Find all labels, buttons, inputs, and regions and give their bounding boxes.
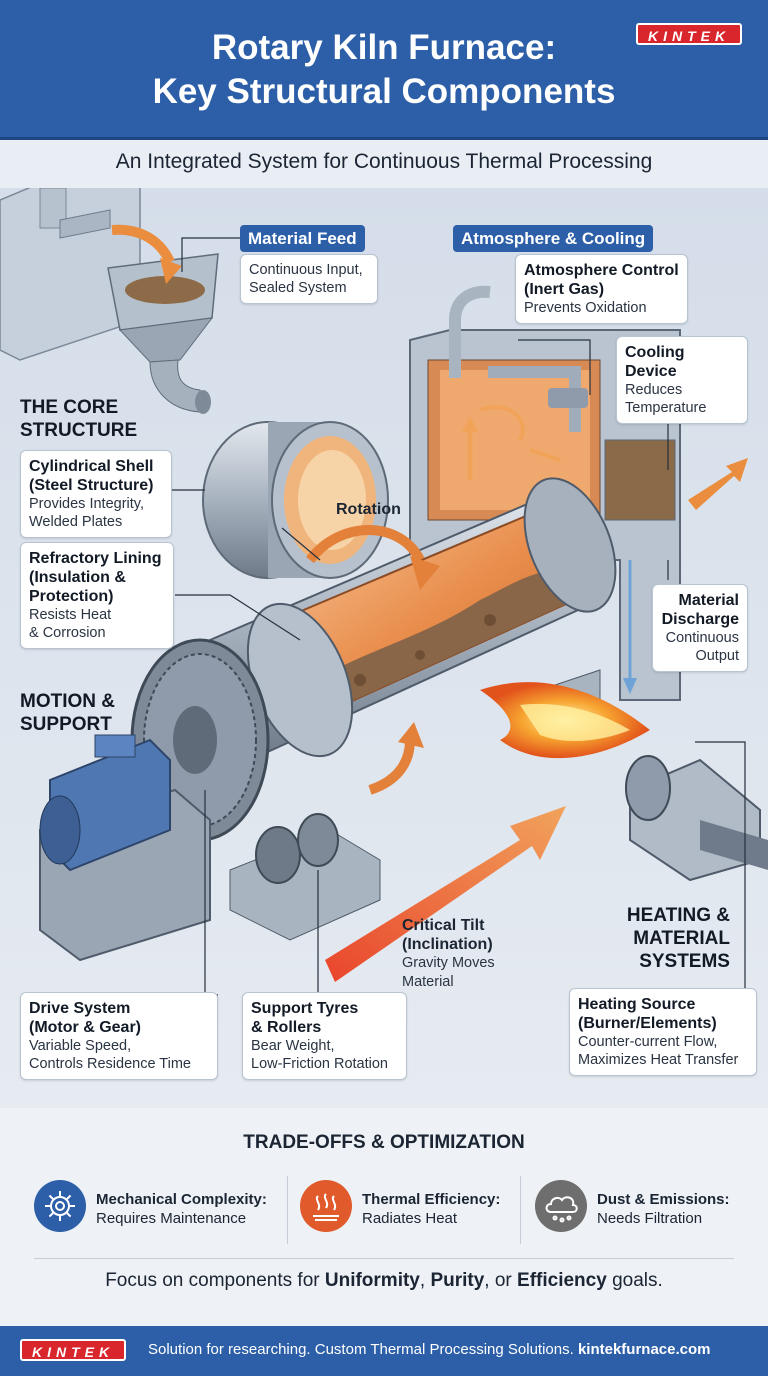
tradeoffs-title: TRADE-OFFS & OPTIMIZATION	[243, 1132, 525, 1153]
focus-statement: Focus on components for Uniformity, Puri…	[105, 1270, 663, 1291]
footer-text: Solution for researching. Custom Thermal…	[148, 1341, 711, 1358]
drive-gear-motor	[39, 638, 270, 962]
gear-icon	[34, 1180, 86, 1232]
footer-band	[0, 1326, 768, 1376]
subtitle: An Integrated System for Continuous Ther…	[115, 150, 653, 173]
tradeoffs-panel	[0, 1108, 768, 1326]
section-core-structure: THE CORE STRUCTURE	[20, 397, 138, 441]
burner-flame	[480, 682, 768, 882]
page-title: Rotary Kiln Furnace: Key Structural Comp…	[152, 28, 616, 111]
kiln-drum	[208, 477, 617, 795]
dust-cloud-icon	[535, 1180, 587, 1232]
divider	[287, 1176, 288, 1244]
leader-lines	[172, 237, 746, 1051]
divider	[520, 1176, 521, 1244]
card-material-discharge: Material Discharge Continuous Output	[652, 584, 748, 672]
subtitle-band	[0, 140, 768, 188]
card-cooling-device: Cooling Device Reduces Temperature	[616, 336, 748, 424]
tradeoff-dust: Dust & Emissions: Needs Filtration	[535, 1180, 755, 1240]
section-motion-support: MOTION & SUPPORT	[20, 691, 115, 735]
card-refractory-lining: Refractory Lining (Insulation & Protecti…	[20, 542, 174, 649]
brand-logo: KINTEK	[636, 23, 743, 45]
feed-hopper	[0, 188, 219, 414]
card-heating-source: Heating Source (Burner/Elements) Counter…	[569, 988, 757, 1076]
card-support-tyres: Support Tyres & Rollers Bear Weight, Low…	[242, 992, 407, 1080]
tradeoff-thermal: Thermal Efficiency: Radiates Heat	[300, 1180, 520, 1240]
tag-material-feed: Material Feed	[240, 225, 365, 252]
tradeoff-mechanical: Mechanical Complexity: Requires Maintena…	[34, 1180, 274, 1240]
label-critical-tilt: Critical Tilt (Inclination) Gravity Move…	[402, 917, 495, 990]
footer-brand-logo: KINTEK	[20, 1339, 127, 1361]
heat-icon	[300, 1180, 352, 1232]
divider	[34, 1258, 734, 1259]
label-rotation: Rotation	[336, 501, 401, 518]
critical-tilt-arrow	[325, 806, 566, 982]
tag-atmosphere-cooling: Atmosphere & Cooling	[453, 225, 654, 252]
footer-site-link[interactable]: kintekfurnace.com	[577, 1341, 711, 1358]
card-cylindrical-shell: Cylindrical Shell (Steel Structure) Prov…	[20, 450, 172, 538]
card-material-feed: Continuous Input, Sealed System	[240, 254, 378, 304]
card-drive-system: Drive System (Motor & Gear) Variable Spe…	[20, 992, 218, 1080]
discharge-arrow	[688, 458, 748, 510]
card-atmosphere-control: Atmosphere Control (Inert Gas) Prevents …	[515, 254, 688, 324]
section-heating-material: HEATING & MATERIAL SYSTEMS	[626, 905, 730, 972]
